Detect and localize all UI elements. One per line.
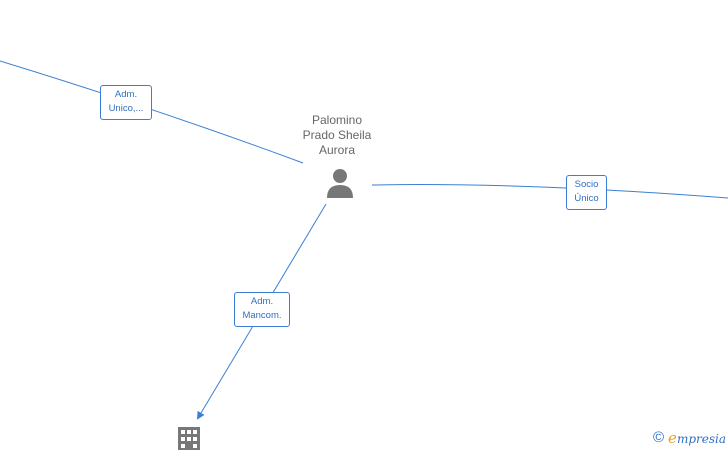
person-name-line-2: Prado Sheila — [302, 128, 372, 142]
edge-line-adm-unico[interactable] — [0, 60, 304, 164]
person-icon[interactable] — [324, 168, 356, 198]
edge-label-line: Adm. — [114, 89, 138, 100]
brand-logo: empresia — [668, 429, 726, 447]
edge-label-line: Mancom. — [242, 310, 282, 321]
building-icon[interactable] — [177, 427, 201, 450]
brand-initial: e — [668, 429, 677, 447]
edge-line-socio-unico[interactable] — [371, 184, 728, 199]
edge-label-adm-mancom[interactable]: Adm. Mancom. — [234, 292, 290, 327]
edge-label-socio-unico[interactable]: Socio Único — [566, 175, 607, 210]
person-name-label[interactable]: Palomino Prado Sheila Aurora — [287, 113, 387, 158]
edge-label-adm-unico[interactable]: Adm. Unico,... — [100, 85, 152, 120]
copyright-symbol: © — [652, 429, 665, 446]
person-name-line-3: Aurora — [318, 143, 356, 157]
edge-label-line: Adm. — [250, 296, 274, 307]
edge-label-line: Único — [574, 193, 599, 204]
edge-label-line: Unico,... — [108, 103, 144, 114]
edge-label-line: Socio — [574, 179, 599, 190]
brand-footer: © empresia — [653, 429, 726, 447]
person-name-line-1: Palomino — [311, 113, 363, 127]
brand-name: mpresia — [676, 432, 726, 446]
